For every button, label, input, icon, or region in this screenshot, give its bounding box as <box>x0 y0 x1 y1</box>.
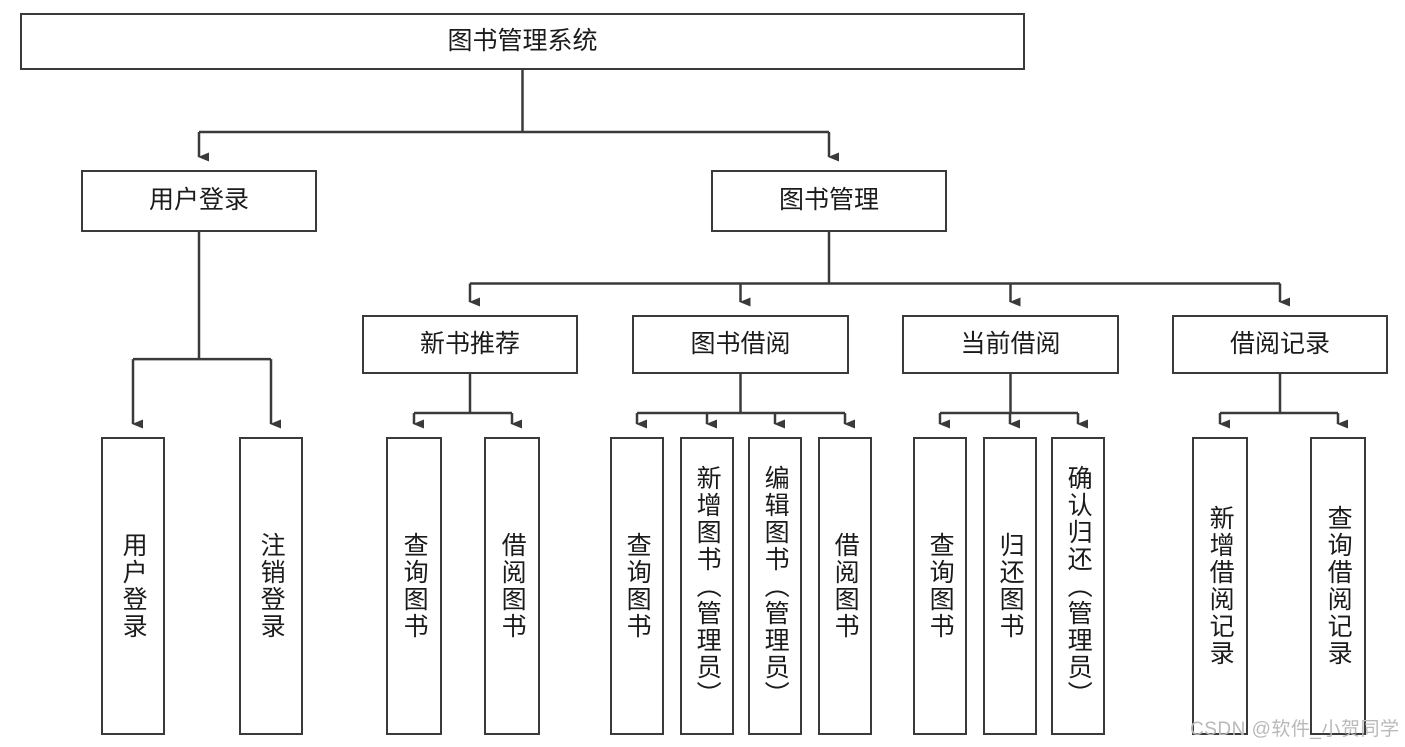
node-leaf-12[interactable]: 新增借阅记录 <box>1192 437 1248 735</box>
node-bookmgmt[interactable]: 图书管理 <box>711 170 947 232</box>
node-leaf-6[interactable]: 新增图书（管理员） <box>680 437 734 735</box>
node-leaf-5[interactable]: 查询图书 <box>610 437 664 735</box>
node-leaf-10[interactable]: 归还图书 <box>983 437 1037 735</box>
node-leaf-7[interactable]: 编辑图书（管理员） <box>748 437 802 735</box>
node-leaf-4[interactable]: 借阅图书 <box>484 437 540 735</box>
node-label: 查询图书 <box>926 532 955 640</box>
node-leaf-13[interactable]: 查询借阅记录 <box>1310 437 1366 735</box>
node-label: 借阅图书 <box>498 532 527 640</box>
node-leaf-8[interactable]: 借阅图书 <box>818 437 872 735</box>
node-label: 确认归还（管理员） <box>1064 464 1093 708</box>
node-borrow[interactable]: 图书借阅 <box>632 315 849 374</box>
node-login[interactable]: 用户登录 <box>81 170 317 232</box>
node-label: 查询借阅记录 <box>1324 505 1353 667</box>
node-leaf-1[interactable]: 用户登录 <box>101 437 165 735</box>
node-label: 用户登录 <box>148 186 249 215</box>
node-label: 图书管理系统 <box>447 26 598 55</box>
node-root[interactable]: 图书管理系统 <box>20 13 1025 70</box>
node-leaf-2[interactable]: 注销登录 <box>239 437 303 735</box>
node-label: 当前借阅 <box>960 329 1061 358</box>
node-leaf-9[interactable]: 查询图书 <box>913 437 967 735</box>
node-label: 借阅记录 <box>1229 329 1330 358</box>
csdn-watermark: CSDN @软件_小贺同学 <box>1190 719 1400 740</box>
node-label: 借阅图书 <box>831 532 860 640</box>
node-leaf-11[interactable]: 确认归还（管理员） <box>1051 437 1105 735</box>
node-label: 编辑图书（管理员） <box>761 464 790 708</box>
node-label: 新增图书（管理员） <box>693 464 722 708</box>
node-label: 新增借阅记录 <box>1206 505 1235 667</box>
node-label: 注销登录 <box>257 532 286 640</box>
node-label: 用户登录 <box>119 532 148 640</box>
node-label: 查询图书 <box>623 532 652 640</box>
node-current[interactable]: 当前借阅 <box>902 315 1119 374</box>
node-records[interactable]: 借阅记录 <box>1172 315 1388 374</box>
node-newbook[interactable]: 新书推荐 <box>362 315 578 374</box>
node-leaf-3[interactable]: 查询图书 <box>386 437 442 735</box>
node-label: 图书借阅 <box>690 329 791 358</box>
node-label: 图书管理 <box>778 186 879 215</box>
node-label: 归还图书 <box>996 532 1025 640</box>
node-label: 查询图书 <box>400 532 429 640</box>
node-label: 新书推荐 <box>419 329 520 358</box>
